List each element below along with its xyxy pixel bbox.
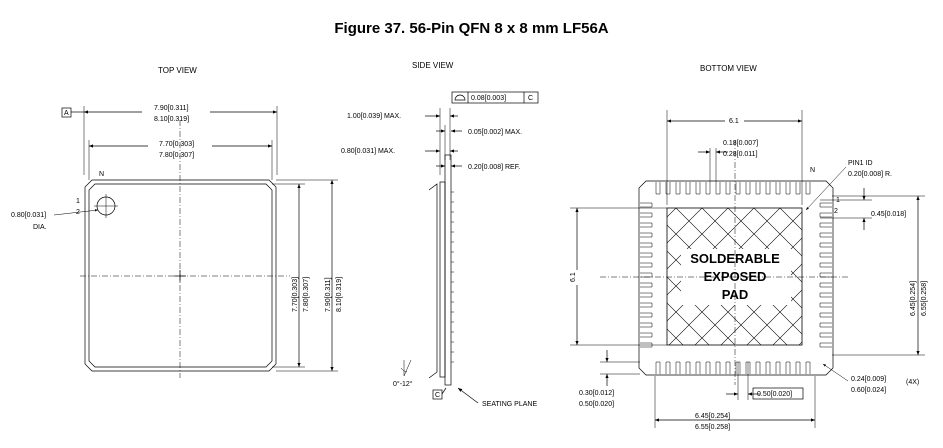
top-view: TOP VIEW A 7.90[0.311] 8.10[0.319] 7.70[… — [11, 66, 343, 378]
side-datum: C — [435, 392, 440, 399]
datum-c-box — [432, 389, 443, 400]
bottom-lead-len-1: 0.30[0.012] — [579, 390, 614, 397]
bottom-right-dim-1: 6.45[0.254] — [910, 281, 917, 316]
bottom-view-label: BOTTOM VIEW — [700, 64, 757, 73]
top-pin-n: N — [99, 171, 104, 178]
side-max-1: 1.00[0.039] MAX. — [347, 113, 401, 120]
top-inner-width-1: 7.70[0.303] — [159, 141, 194, 148]
top-outer-width-2: 8.10[0.319] — [154, 116, 189, 123]
bottom-pin1-id-1: PIN1 ID — [848, 160, 873, 167]
bottom-leads-bottom — [655, 361, 811, 374]
top-inner-height-2: 7.80[0.307] — [303, 277, 310, 312]
bottom-pin1-id-2: 0.20[0.008] R. — [848, 171, 892, 178]
bottom-lead-width-1: 0.18[0.007] — [723, 140, 758, 147]
bottom-leads-top — [655, 182, 811, 195]
top-package-outline — [84, 179, 277, 372]
side-view-label: SIDE VIEW — [412, 61, 454, 70]
bottom-lead-width-2: 0.28[0.011] — [723, 151, 758, 158]
bottom-view: BOTTOM VIEW 6.1 0.18[0.007] 0.28[0.011] — [570, 64, 928, 431]
side-leads — [451, 191, 454, 363]
top-view-label: TOP VIEW — [158, 66, 197, 75]
side-max-2: 0.05[0.002] MAX. — [468, 129, 522, 136]
figure-title: Figure 37. 56-Pin QFN 8 x 8 mm LF56A — [334, 20, 609, 37]
bottom-corner-1: 0.24[0.009] — [851, 376, 886, 383]
bottom-width-2: 6.55[0.258] — [695, 424, 730, 431]
bottom-pin-n: N — [810, 167, 815, 174]
top-dia-2: DIA. — [33, 224, 47, 231]
bottom-lead-len-2: 0.50[0.020] — [579, 401, 614, 408]
flatness-symbol — [454, 94, 466, 101]
side-ref: 0.20[0.008] REF. — [468, 164, 520, 171]
flatness-value: 0.08[0.003] — [471, 95, 506, 102]
top-outer-width-1: 7.90[0.311] — [154, 105, 189, 112]
datum-a-label: A — [64, 110, 69, 117]
bottom-leads-right — [819, 202, 832, 348]
bottom-leads-left — [640, 202, 653, 348]
bottom-pin-1: 1 — [836, 197, 840, 204]
top-outer-height-2: 8.10[0.319] — [336, 277, 343, 312]
bottom-corner-count: (4X) — [906, 379, 919, 386]
pitch-box — [752, 387, 804, 400]
top-inner-height-1: 7.70[0.303] — [292, 277, 299, 312]
datum-a-box — [61, 107, 72, 118]
top-outer-height-1: 7.90[0.311] — [325, 277, 332, 312]
top-dia-1: 0.80[0.031] — [11, 212, 46, 219]
side-mold — [439, 181, 446, 378]
bottom-offset: 0.45[0.018] — [871, 211, 906, 218]
bottom-pin-2: 2 — [834, 208, 838, 215]
bottom-width-1: 6.45[0.254] — [695, 413, 730, 420]
side-body — [444, 154, 452, 386]
bottom-right-dim-2: 6.55[0.258] — [921, 281, 928, 316]
bottom-pad-width: 6.1 — [729, 118, 739, 125]
bottom-pitch: 0.50[0.020] — [757, 391, 792, 398]
side-max-3: 0.80[0.031] MAX. — [341, 148, 395, 155]
side-seating-plane: SEATING PLANE — [482, 401, 537, 408]
flatness-frame — [451, 91, 539, 104]
flatness-datum: C — [528, 95, 533, 102]
side-view: SIDE VIEW 0.08[0.003] C 1.00[0.039] MAX.… — [341, 61, 539, 408]
top-pin-1: 1 — [76, 198, 80, 205]
bottom-corner-2: 0.60[0.024] — [851, 387, 886, 394]
top-inner-width-2: 7.80[0.307] — [159, 152, 194, 159]
bottom-package-outline — [638, 180, 834, 376]
bottom-pad-height: 6.1 — [570, 272, 577, 282]
side-angle: 0°-12° — [393, 380, 413, 388]
top-package-inner — [88, 183, 273, 368]
